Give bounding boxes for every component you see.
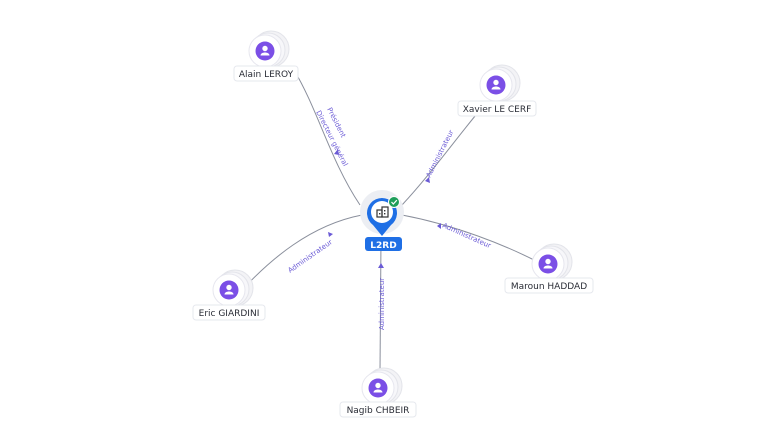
edges: [241, 69, 539, 373]
person-node-eric-giardini[interactable]: Eric GIARDINI: [192, 269, 266, 321]
person-node-xavier-le-cerf[interactable]: Xavier LE CERF: [457, 64, 537, 117]
person-node-alain-leroy[interactable]: Alain LEROY: [233, 30, 299, 82]
person-name: Maroun HADDAD: [511, 282, 587, 292]
person-icon: [538, 254, 558, 274]
arrow-xavier-le-cerf: [425, 177, 430, 183]
person-icon: [486, 75, 506, 95]
company-label-box: [365, 237, 402, 251]
edge-label-maroun: Administrateur: [441, 222, 492, 251]
company-label: L2RD: [370, 241, 396, 251]
person-icon: [219, 280, 239, 300]
arrow-alain-leroy: [334, 149, 339, 155]
edge-label-nagib: Administrateur: [378, 278, 386, 330]
person-node-nagib-chbeir[interactable]: Nagib CHBEIR: [339, 367, 417, 418]
edge-eric-giardini: [241, 214, 363, 291]
edge-alain-leroy: [293, 69, 361, 206]
building-icon: [376, 206, 389, 218]
company-node-l2rd[interactable]: L2RD: [360, 190, 404, 251]
arrow-maroun-haddad: [437, 223, 441, 229]
arrow-nagib-chbeir: [378, 263, 384, 268]
edge-nagib-chbeir: [379, 237, 382, 373]
person-icon: [255, 41, 275, 61]
person-name: Xavier LE CERF: [463, 105, 532, 115]
edge-xavier-le-cerf: [401, 109, 481, 206]
person-node-maroun-haddad[interactable]: Maroun HADDAD: [504, 243, 594, 294]
person-name: Nagib CHBEIR: [347, 406, 410, 416]
person-icon: [368, 378, 388, 398]
person-name: Eric GIARDINI: [199, 309, 260, 319]
edge-label-eric: Administrateur: [287, 238, 334, 275]
arrow-eric-giardini: [328, 232, 333, 237]
edge-label-xavier: Administrateur: [425, 129, 456, 179]
person-name: Alain LEROY: [239, 70, 294, 80]
checkmark-icon: [388, 196, 400, 208]
edge-maroun-haddad: [401, 214, 539, 263]
